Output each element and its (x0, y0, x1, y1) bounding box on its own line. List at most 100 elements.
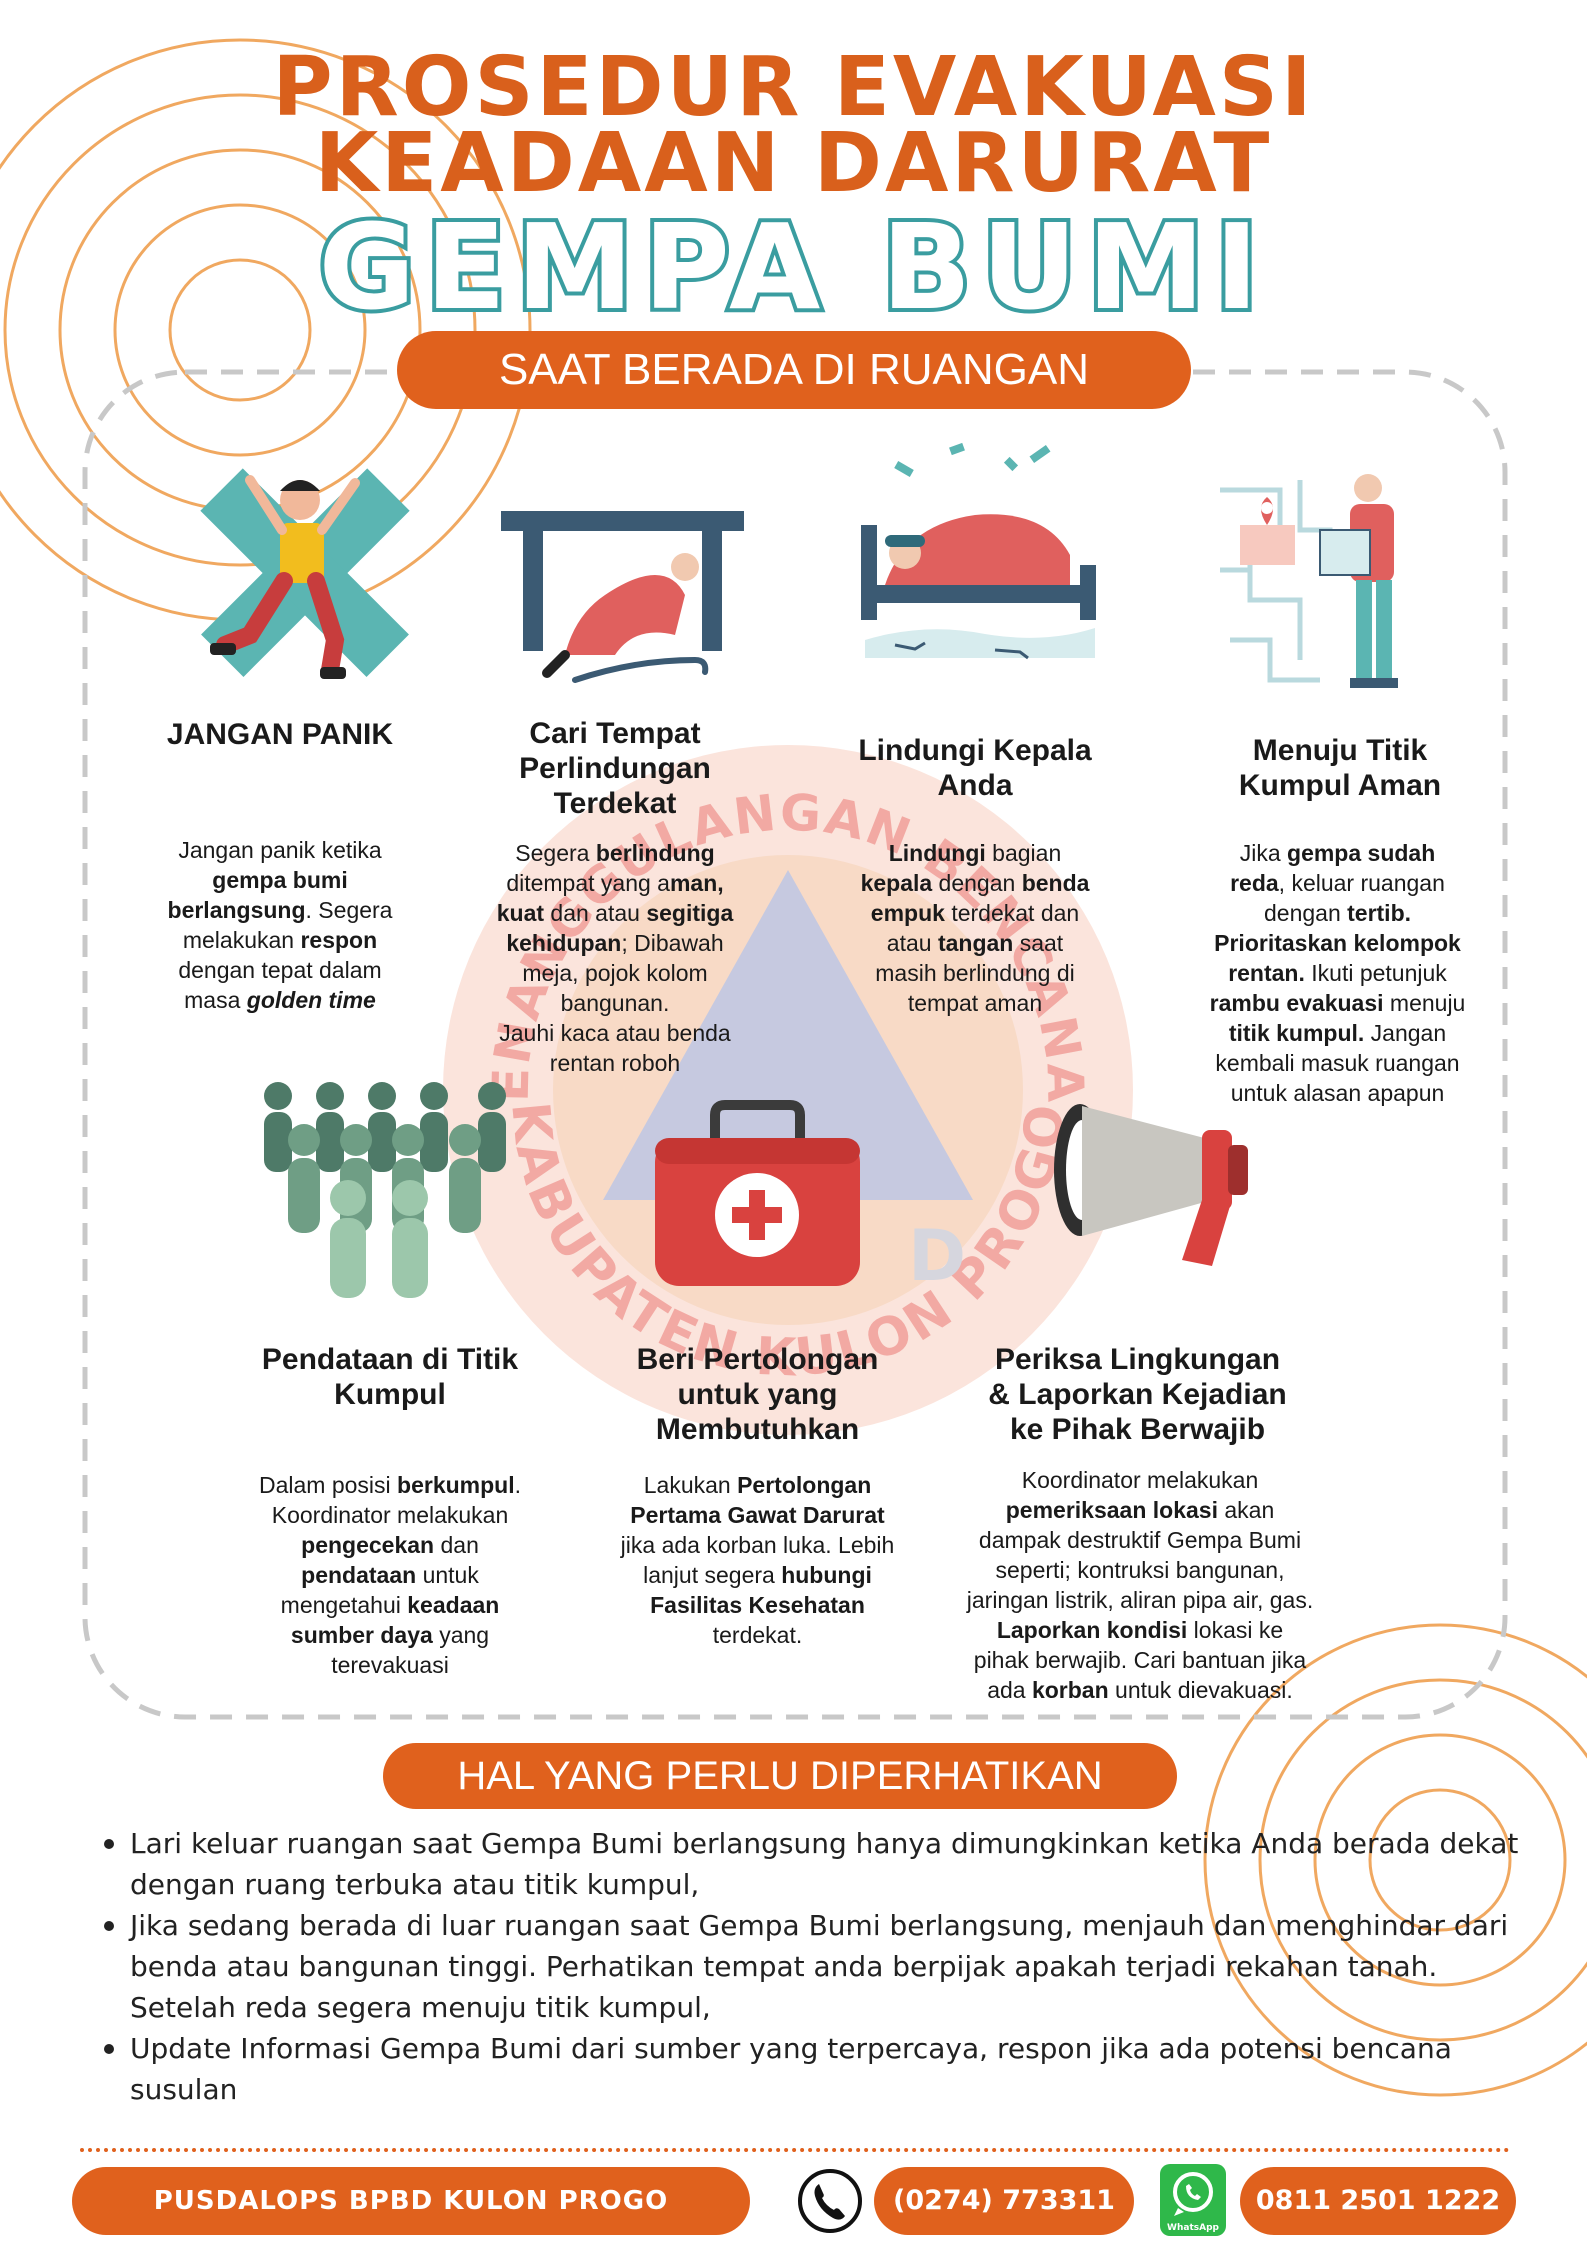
step-desc-text: Lakukan (643, 1472, 738, 1498)
step-desc-text: kuat (496, 900, 545, 926)
step-desc-text: dengan tepat dalam (178, 957, 382, 983)
step-desc-text: berkumpul (397, 1472, 515, 1498)
step-title-line: Perlindungan (519, 752, 711, 785)
step-title-periksa-lingkungan: Periksa Lingkungan & Laporkan Kejadian k… (965, 1342, 1310, 1447)
step-desc-text: lokasi ke (1187, 1617, 1284, 1643)
step-desc-text: berlangsung (167, 897, 306, 923)
step-desc-text: saat (1013, 930, 1064, 956)
whatsapp-label: WhatsApp (1167, 2223, 1219, 2233)
step-desc-line: Laporkan kondisi lokasi ke (955, 1615, 1325, 1645)
step-desc-line: jika ada korban luka. Lebih (585, 1530, 930, 1560)
step-desc-line: Lakukan Pertolongan (585, 1470, 930, 1500)
footer-divider (80, 2148, 1510, 2152)
step-title-line: & Laporkan Kejadian (988, 1378, 1287, 1411)
step-desc-text: dan (434, 1532, 479, 1558)
step-title-line: Kumpul Aman (1238, 769, 1442, 802)
title-line-2: KEADAAN DARURAT (314, 116, 1273, 211)
step-desc-text: terdekat. (712, 1622, 803, 1648)
whatsapp-icon: WhatsApp (1160, 2164, 1226, 2236)
watermark-letter: D (908, 1215, 966, 1297)
step-desc-text: jaringan listrik, aliran pipa air, gas. (966, 1587, 1314, 1613)
step-desc-text: Jauhi kaca atau benda (499, 1020, 731, 1046)
section-heading-notes: HAL YANG PERLU DIPERHATIKAN (383, 1743, 1177, 1809)
step-title-line: Beri Pertolongan (636, 1343, 879, 1376)
step-desc-text: lanjut segera (643, 1562, 782, 1588)
step-title-line: Anda (937, 769, 1013, 802)
step-desc-text: titik kumpul. (1228, 1020, 1365, 1046)
step-desc-line: rentan. Ikuti petunjuk (1175, 958, 1500, 988)
step-title-cari-tempat: Cari Tempat Perlindungan Terdekat (490, 716, 740, 821)
step-desc-text: Ikuti petunjuk (1304, 960, 1447, 986)
step-desc-text: rambu evakuasi (1209, 990, 1384, 1016)
footer-phone-number[interactable]: (0274) 773311 (874, 2167, 1134, 2235)
step-desc-text: Jangan (1364, 1020, 1447, 1046)
step-desc-text: Lindungi (888, 840, 986, 866)
shelter-under-table-icon (501, 511, 744, 683)
step-desc-line: Jangan panik ketika (110, 835, 450, 865)
step-desc-text: masa (184, 987, 247, 1013)
step-desc-line: pendataan untuk (230, 1560, 550, 1590)
step-desc-text: golden time (246, 987, 376, 1013)
step-desc-text: dampak destruktif Gempa Bumi (978, 1527, 1302, 1553)
step-desc-line: terdekat. (585, 1620, 930, 1650)
footer-organization: PUSDALOPS BPBD KULON PROGO (72, 2167, 750, 2235)
step-desc-text: ada (987, 1677, 1032, 1703)
step-desc-line: empuk terdekat dan (830, 898, 1120, 928)
step-desc-line: reda, keluar ruangan (1175, 868, 1500, 898)
step-desc-line: Lindungi bagian (830, 838, 1120, 868)
step-desc-line: tempat aman (830, 988, 1120, 1018)
step-desc-line: atau tangan saat (830, 928, 1120, 958)
step-desc-text: kepala (860, 870, 933, 896)
step-desc-text: respon (300, 927, 378, 953)
step-title-line: Menuju Titik (1252, 734, 1428, 767)
step-desc-text: Fasilitas Kesehatan (650, 1592, 865, 1618)
step-desc-text: rentan. (1228, 960, 1305, 986)
step-desc-text: , keluar ruangan (1278, 870, 1445, 896)
step-desc-text: Prioritaskan kelompok (1214, 930, 1461, 956)
step-desc-text: masih berlindung di (875, 960, 1075, 986)
step-desc-text: . (514, 1472, 521, 1498)
step-desc-text: Pertama Gawat Darurat (630, 1502, 885, 1528)
step-desc-line: kuat dan atau segitiga (480, 898, 750, 928)
step-title-menuju-titik: Menuju Titik Kumpul Aman (1200, 733, 1480, 803)
bpbd-watermark-logo: BADAN PENANGGULANGAN BENCANA DAERAH KABU… (418, 720, 1133, 1435)
step-desc-text: gempa bumi (212, 867, 348, 893)
footer-whatsapp-number[interactable]: 0811 2501 1222 (1240, 2167, 1516, 2235)
step-title-jangan-panik: JANGAN PANIK (166, 718, 394, 751)
step-desc-text: tempat aman (907, 990, 1043, 1016)
step-desc-text: kembali masuk ruangan (1215, 1050, 1460, 1076)
step-desc-text: Jika (1239, 840, 1288, 866)
step-desc-text: tangan (937, 930, 1014, 956)
step-desc-text: untuk (416, 1562, 479, 1588)
step-desc-text: bangunan. (560, 990, 670, 1016)
step-desc-text: pemeriksaan lokasi (1005, 1497, 1218, 1523)
step-desc-text: meja, pojok kolom (522, 960, 708, 986)
step-desc-text: untuk alasan apapun (1230, 1080, 1445, 1106)
step-desc-line: Dalam posisi berkumpul. (230, 1470, 550, 1500)
step-desc-line: mengetahui keadaan (230, 1590, 550, 1620)
step-desc-line: dengan tertib. (1175, 898, 1500, 928)
step-desc-text: seperti; kontruksi bangunan, (995, 1557, 1285, 1583)
step-desc-text: reda (1230, 870, 1279, 896)
step-desc-text: ; Dibawah (621, 930, 724, 956)
step-desc-text: . Segera (305, 897, 393, 923)
step-desc-line: Prioritaskan kelompok (1175, 928, 1500, 958)
step-desc-line: rentan roboh (480, 1048, 750, 1078)
step-desc-text: akan (1217, 1497, 1275, 1523)
step-title-line: ke Pihak Berwajib (1009, 1413, 1266, 1446)
step-desc-text: sumber daya (290, 1622, 433, 1648)
step-desc-text: kehidupan (506, 930, 622, 956)
step-desc-text: Laporkan kondisi (996, 1617, 1188, 1643)
step-desc-text: terdekat dan (944, 900, 1080, 926)
step-desc-text: empuk (870, 900, 945, 926)
assembly-map-icon (1220, 474, 1398, 688)
step-desc-text: benda (1021, 870, 1090, 896)
step-desc-line: terevakuasi (230, 1650, 550, 1680)
step-desc-text: atau (886, 930, 938, 956)
first-aid-kit-icon (655, 1100, 860, 1286)
step-desc-text: korban (1031, 1677, 1109, 1703)
step-desc-line: kembali masuk ruangan (1175, 1048, 1500, 1078)
crowd-people-icon (264, 1082, 506, 1298)
